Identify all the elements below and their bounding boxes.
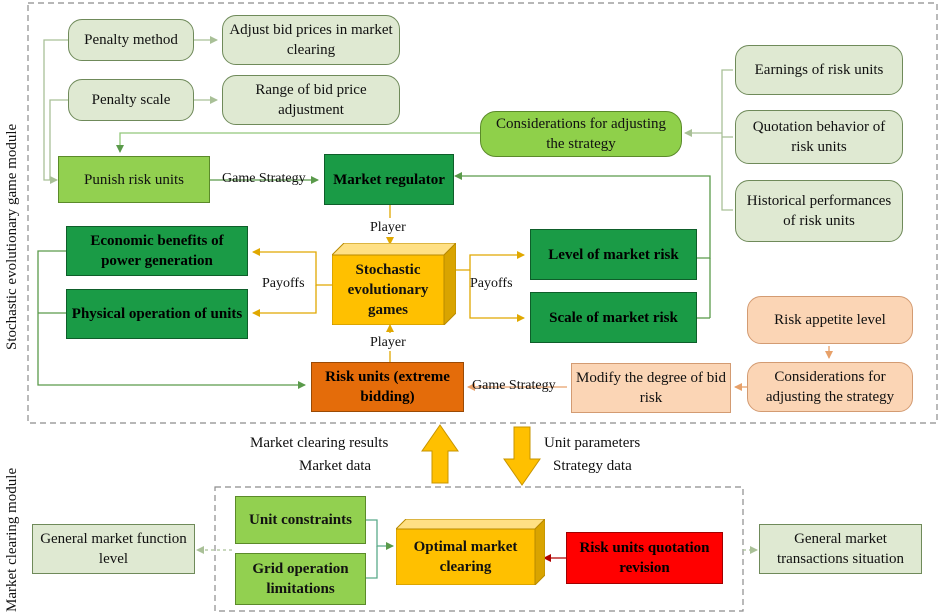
- up-arrow: [421, 424, 459, 484]
- game-module-frame: [27, 2, 938, 424]
- clearing-module-title: Market clearing module: [4, 467, 20, 612]
- physical-operation-box: Physical operation of units: [66, 289, 248, 339]
- historical-performance-box: Historical performances of risk units: [735, 180, 903, 242]
- clearing-cube-shape: [396, 519, 545, 585]
- penalty-scale-detail-box: Range of bid price adjustment: [222, 75, 400, 125]
- payoffs-label-left: Payoffs: [262, 276, 305, 291]
- market-function-level-box: General market function level: [32, 524, 195, 574]
- unit-constraints-box: Unit constraints: [235, 496, 366, 544]
- penalty-method-detail-box: Adjust bid prices in market clearing: [222, 15, 400, 65]
- payoffs-label-right: Payoffs: [470, 276, 513, 291]
- earnings-risk-units-box: Earnings of risk units: [735, 45, 903, 95]
- punish-risk-units-box: Punish risk units: [58, 156, 210, 203]
- unit-parameters-label: Unit parameters: [544, 435, 641, 451]
- grid-limitations-box: Grid operation limitations: [235, 553, 366, 605]
- market-clearing-results-label: Market clearing results: [250, 435, 389, 451]
- optimal-clearing-label: Optimal market clearing: [413, 539, 518, 575]
- stochastic-games-label: Stochastic evolutionary games: [347, 262, 429, 318]
- modify-bid-risk-box: Modify the degree of bid risk: [571, 363, 731, 413]
- regulator-considerations-box: Considerations for adjusting the strateg…: [480, 111, 682, 157]
- scale-market-risk-box: Scale of market risk: [530, 292, 697, 343]
- strategy-data-label: Strategy data: [553, 458, 632, 474]
- market-transactions-box: General market transactions situation: [759, 524, 922, 574]
- game-module-title: Stochastic evolutionary game module: [4, 123, 20, 350]
- game-strategy-label-top: Game Strategy: [222, 171, 306, 186]
- cube-shape: [332, 243, 456, 325]
- economic-benefits-box: Economic benefits of power generation: [66, 226, 248, 276]
- risk-units-box: Risk units (extreme bidding): [311, 362, 464, 412]
- penalty-method-box: Penalty method: [68, 19, 194, 61]
- player-label-top: Player: [370, 220, 406, 235]
- penalty-scale-box: Penalty scale: [68, 79, 194, 121]
- unit-considerations-box: Considerations for adjusting the strateg…: [747, 362, 913, 412]
- level-market-risk-box: Level of market risk: [530, 229, 697, 280]
- optimal-clearing-cube: Optimal market clearing: [396, 519, 545, 585]
- clearing-module-frame: [214, 486, 744, 612]
- market-data-label: Market data: [299, 458, 372, 474]
- market-regulator-box: Market regulator: [324, 154, 454, 205]
- down-arrow: [503, 426, 541, 486]
- player-label-bottom: Player: [370, 335, 406, 350]
- quotation-behavior-box: Quotation behavior of risk units: [735, 110, 903, 164]
- quotation-revision-box: Risk units quotation revision: [566, 532, 723, 584]
- stochastic-games-cube: Stochastic evolutionary games: [332, 243, 456, 325]
- game-strategy-label-bottom: Game Strategy: [472, 378, 556, 393]
- risk-appetite-box: Risk appetite level: [747, 296, 913, 344]
